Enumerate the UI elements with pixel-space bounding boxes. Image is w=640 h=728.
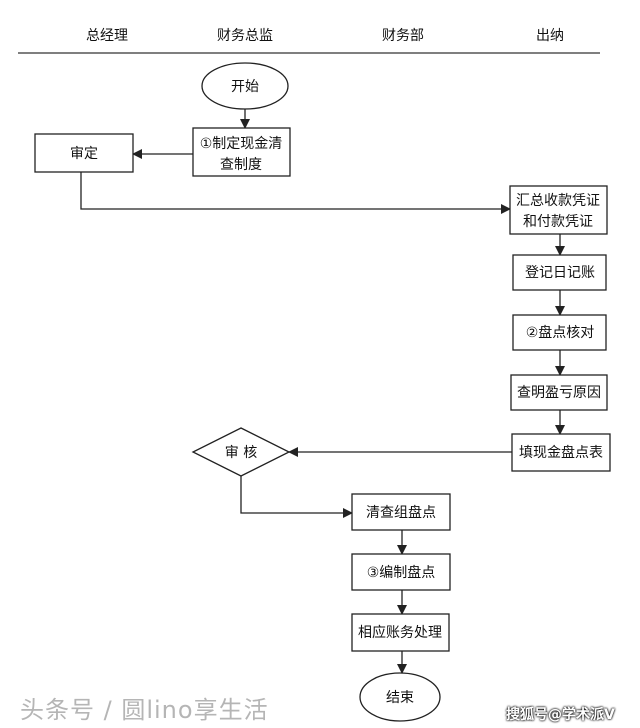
summary-node	[509, 185, 608, 235]
sohu-watermark: 搜狐号@学术派V	[506, 707, 615, 723]
approve-label: 审定	[70, 146, 98, 162]
team-count-label: 清查组盘点	[366, 504, 436, 521]
approve-node	[34, 133, 134, 173]
accounting-label: 相应账务处理	[358, 624, 442, 641]
summary-label-line1: 汇总收款凭证	[516, 193, 600, 209]
step1-label-line1: ①制定现金清	[200, 136, 283, 152]
compile-label: ③编制盘点	[367, 564, 436, 581]
accounting-node	[351, 613, 450, 652]
compile-node	[351, 553, 451, 591]
step1-label-line2: 查制度	[220, 157, 262, 173]
review-label: 审 核	[225, 445, 257, 461]
end-label: 结束	[386, 690, 414, 706]
step1-node	[192, 127, 291, 177]
lane-header-cashier: 出纳	[536, 28, 564, 44]
start-label: 开始	[231, 79, 259, 95]
fill-form-label: 填现金盘点表	[519, 444, 603, 461]
arrow-approve-to-summary	[80, 172, 511, 214]
arrow-review-to-team	[240, 476, 353, 518]
journal-label: 登记日记账	[525, 265, 595, 281]
check-label: ②盘点核对	[526, 324, 595, 341]
lane-header-finance-dept: 财务部	[382, 28, 424, 44]
toutiao-watermark: 头条号 / 圆lino享生活	[20, 696, 269, 724]
lane-header-cfo: 财务总监	[217, 28, 273, 44]
team-count-node	[351, 493, 451, 531]
lane-header-general-manager: 总经理	[86, 28, 128, 44]
summary-label-line2: 和付款凭证	[523, 214, 593, 230]
reason-label: 查明盈亏原因	[517, 385, 601, 401]
reason-node	[510, 374, 608, 411]
check-node	[512, 314, 607, 351]
end-node	[359, 672, 441, 722]
fill-form-node	[511, 433, 611, 472]
